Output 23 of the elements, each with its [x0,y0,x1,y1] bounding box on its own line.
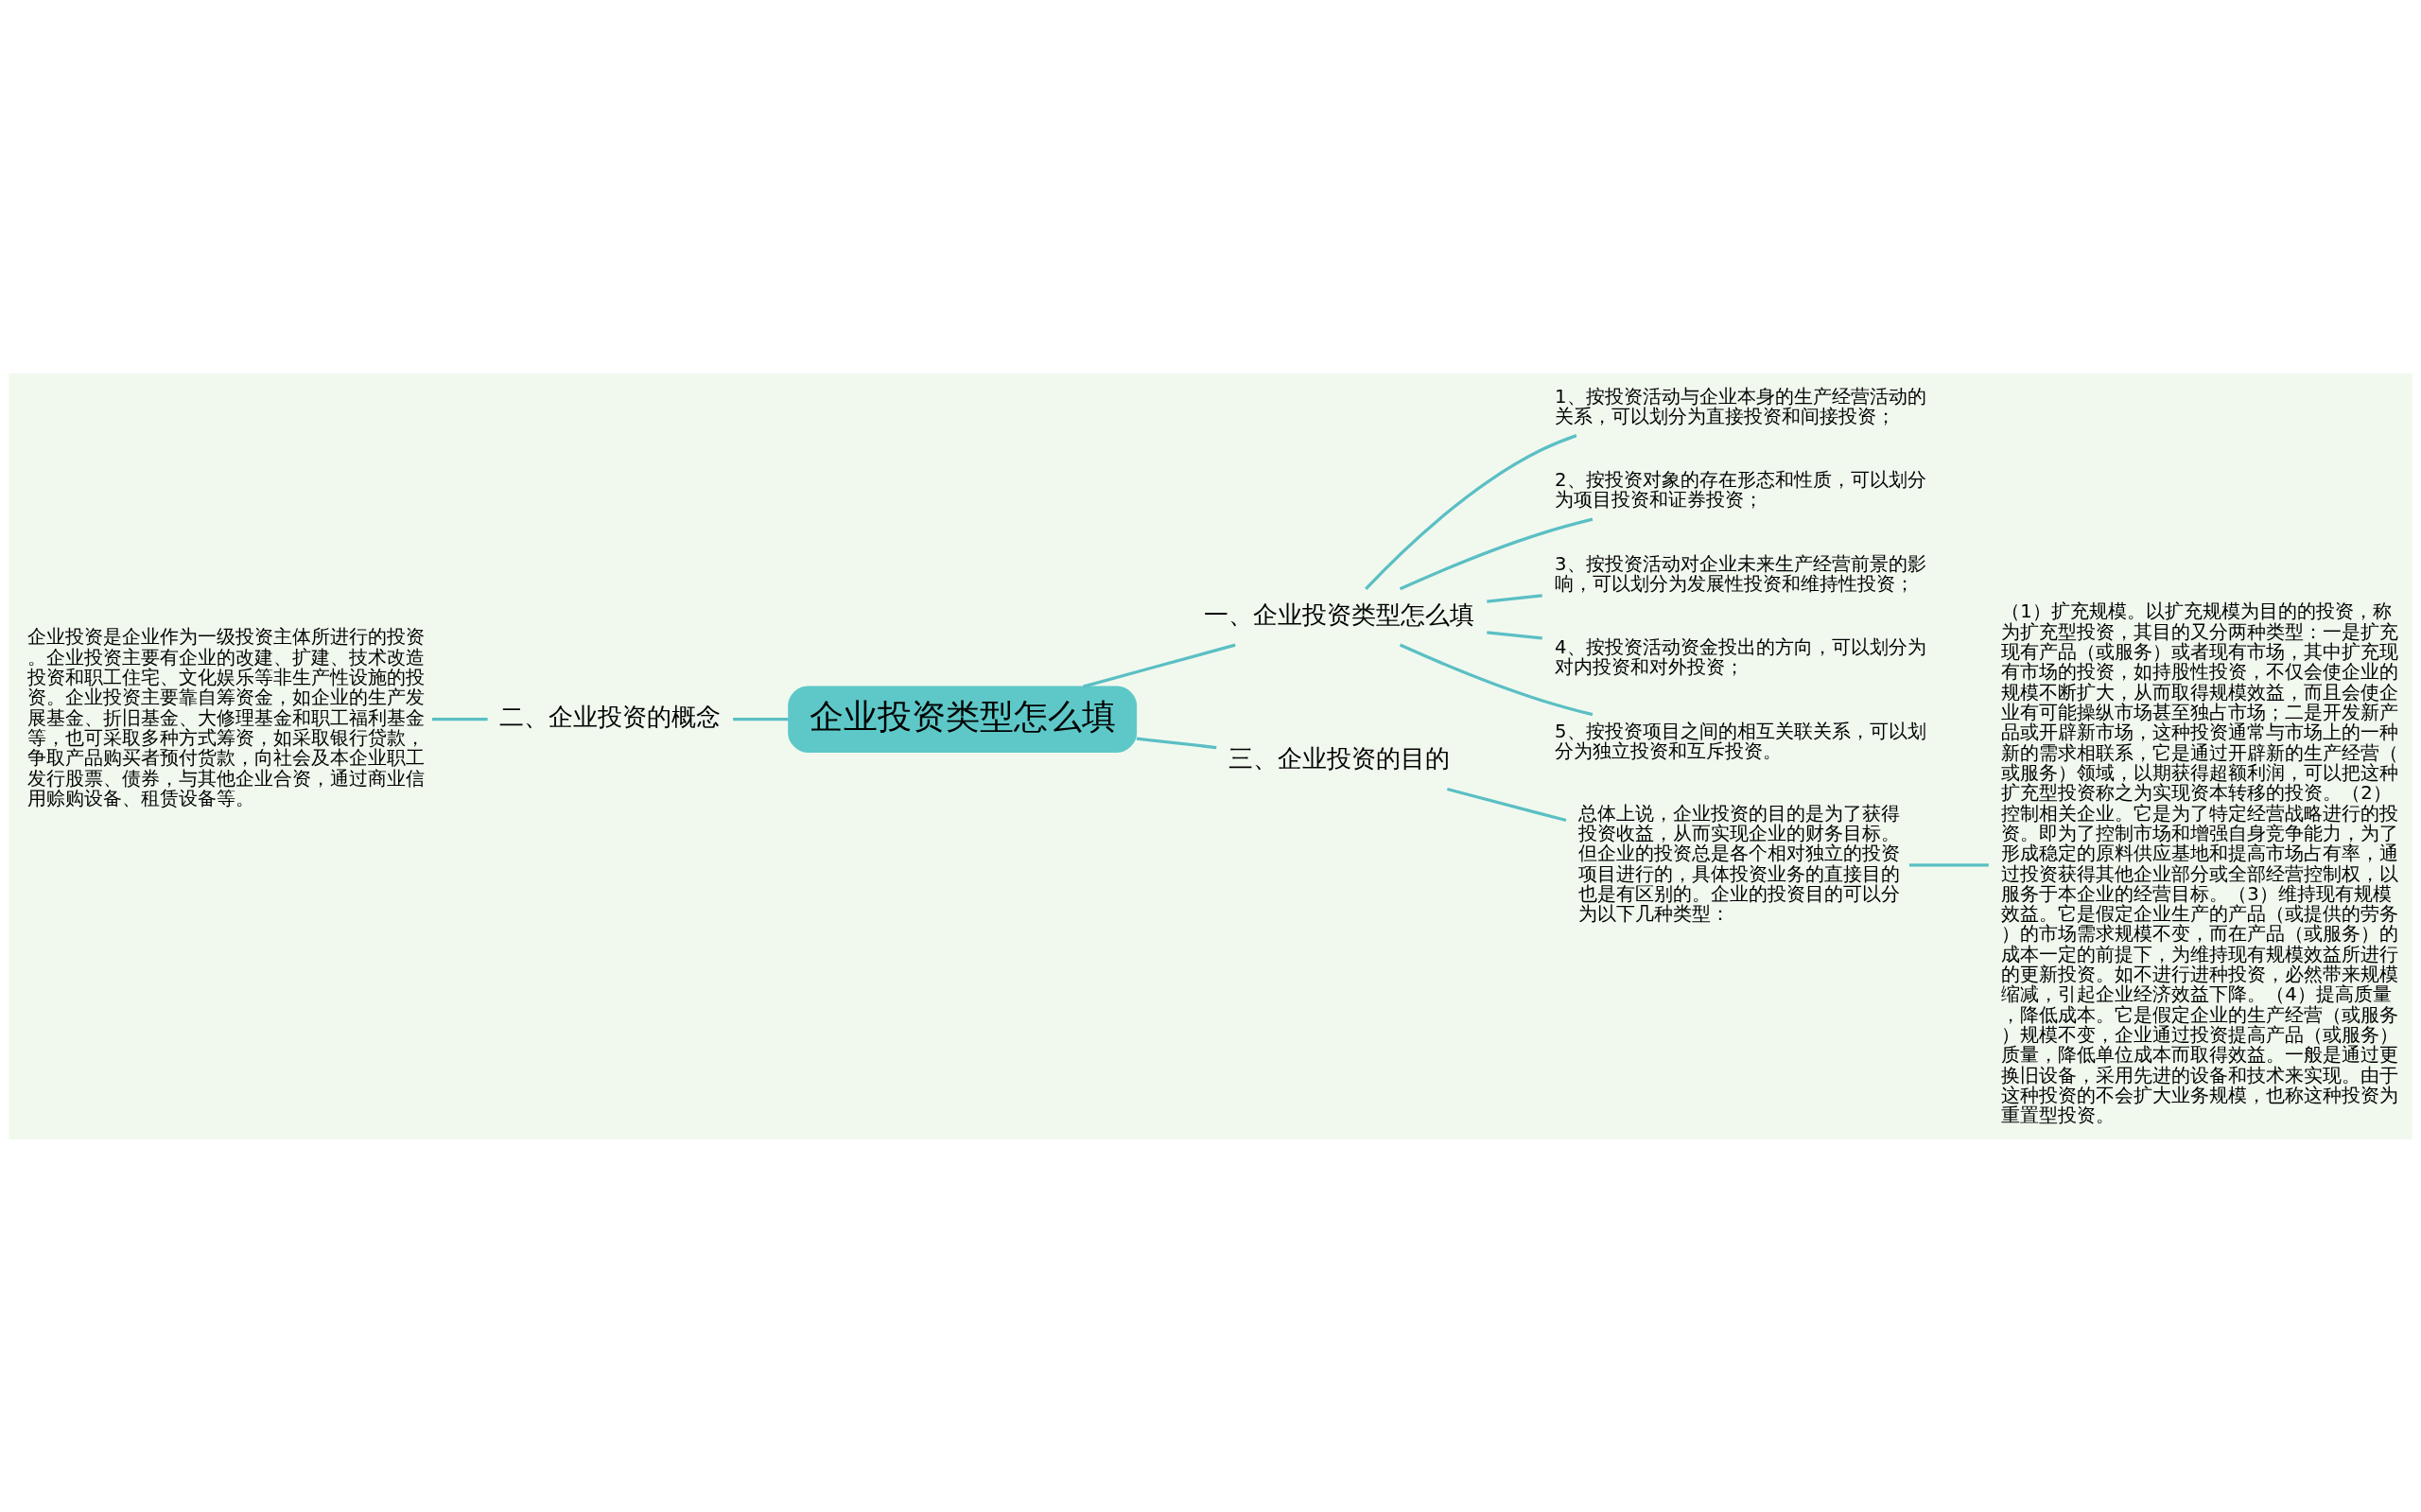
connector [1399,517,1594,590]
connector [733,717,789,721]
node-text: 2、按投资对象的存在形态和性质，可以划分为项目投资和证券投资； [1555,468,1926,511]
node-text: 1、按投资活动与企业本身的生产经营活动的关系，可以划分为直接投资和间接投资； [1555,385,1926,427]
connector [1136,736,1217,749]
connector [1365,433,1577,590]
node-text: 二、企业投资的概念 [499,702,722,731]
node-text: 总体上说，企业投资的目的是为了获得投资收益，从而实现企业的财务目标。但企业的投资总是各个相对独立的投资项目进行的，具体投资业务的直接目的也是有区别的。企业的投资目的可以分为以下几种类型： [1578,802,1901,925]
connector [1446,787,1567,822]
node-text: 一、企业投资类型怎么填 [1204,600,1475,629]
node-text: 企业投资是企业作为一级投资主体所进行的投资。企业投资主要有企业的改建、扩建、技术改造投资和职工住宅、文化娱乐等非生产性设施的投资。企业投资主要靠自筹资金，如企业的生产发展基金、折旧基金、大修理基金和职工福利基金等，也可采取多种方式筹资，如采取银行贷款，争取产品购买者预付货款，向社会及本企业职工发行股票、债券，与其他企业合资，通过商业信用赊购设备、租赁设备等。 [26,625,425,809]
node-box: 企业投资类型怎么填 [788,685,1138,753]
node-text: 4、按投资活动资金投出的方向，可以划分为对内投资和对外投资； [1555,635,1926,678]
node-text: 5、按投资项目之间的相互关联关系，可以划分为独立投资和互斥投资。 [1555,720,1926,762]
connector [1487,630,1542,640]
connector [1083,643,1236,688]
node-text: 三、企业投资的目的 [1228,743,1451,773]
connector [1399,643,1594,716]
node-text: 3、按投资活动对企业未来生产经营前景的影响，可以划分为发展性投资和维持性投资； [1555,552,1926,595]
connector [1908,862,1989,866]
node-text: （1）扩充规模。以扩充规模为目的的投资，称为扩充型投资，其目的又分两种类型：一是扩充现有产品（或服务）或者现有市场，其中扩充现有市场的投资，如持股性投资，不仅会使企业的规模不断扩大，从而取得规模效益，而且会使企业有可能操纵市场甚至独占市场；二是开发新产品或开辟新市场，这种投资通常与市场上的一种新的需求相联系，它是通过开辟新的生产经营（或服务）领域，以期获得超额利润，可以把这种扩充型投资称之为实现资本转移的投资。（2）控制相关企业。它是为了特定经营战略进行的投资。即为了控制市场和增强自身竞争能力，为了形成稳定的原料供应基地和提高市场占有率，通过投资获得其他企业部分或全部经营控制权，以服务于本企业的经营目标。（3）维持现有规模效益。它是假定企业生产的产品（或提供的劳务）的市场需求规模不变，而在产品（或服务）的成本一定的前提下，为维持现有规模效益所进行的更新投资。如不进行进种投资，必然带来规模缩减，引起企业经济效益下降。（4）提高质量，降低成本。它是假定企业的生产经营（或服务）规模不变，企业通过投资提高产品（或服务）质量，降低单位成本而取得效益。一般是通过更换旧设备，采用先进的设备和技术来实现。由于这种投资的不会扩大业务规模，也称这种投资为重置型投资。 [2001,600,2399,1126]
connector [1487,593,1542,603]
connector [431,717,488,721]
